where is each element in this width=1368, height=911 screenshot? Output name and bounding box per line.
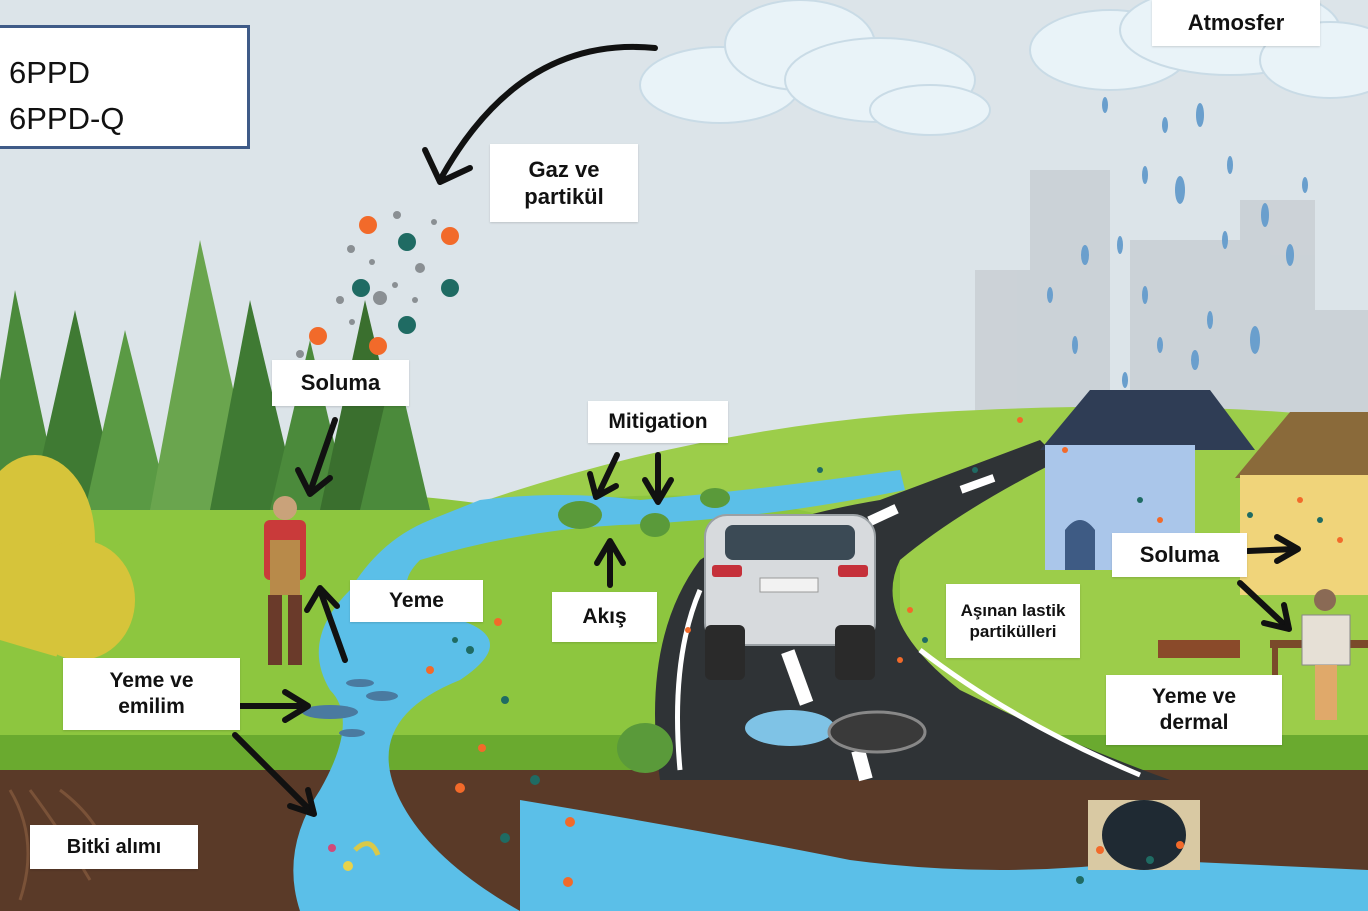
- label-mitigation: Mitigation: [588, 401, 728, 443]
- label-yeme-emilim-line1: Yeme ve: [109, 668, 194, 692]
- legend-6ppd-q: 6PPD-Q: [9, 101, 125, 136]
- label-gaz-line1: Gaz ve: [528, 156, 600, 182]
- rain-drops: [1047, 97, 1308, 388]
- label-yeme-emilim: Yeme ve emilim: [63, 658, 240, 730]
- label-yeme-dermal-line2: dermal: [1159, 711, 1229, 734]
- arrow-soluma-house: [1245, 546, 1298, 554]
- label-atmosfer: Atmosfer: [1152, 0, 1320, 46]
- scattered-particles: [426, 417, 1343, 887]
- car-icon: [704, 514, 876, 680]
- particle-cloud: [296, 211, 459, 358]
- arrow-soluma-fisherman: [307, 417, 338, 495]
- label-akis: Akış: [552, 592, 657, 642]
- label-asinan-line1: Aşınan lastik: [960, 600, 1066, 620]
- yellow-house-icon: [1235, 412, 1368, 595]
- label-bitki-alimi: Bitki alımı: [30, 825, 198, 869]
- legend-box: 6PPD 6PPD-Q: [0, 25, 250, 149]
- fish-icon: [302, 679, 398, 737]
- shrubs: [558, 488, 730, 773]
- river: [293, 470, 905, 911]
- label-asinan-lastik: Aşınan lastik partikülleri: [946, 584, 1080, 658]
- manhole-icon: [827, 710, 927, 754]
- label-soluma-right: Soluma: [1112, 533, 1247, 577]
- city-buildings: [975, 170, 1368, 420]
- legend-6ppd: 6PPD: [9, 55, 90, 90]
- road-markings: [675, 589, 1141, 778]
- label-yeme-dermal-line1: Yeme ve: [1151, 684, 1237, 708]
- arrow-yeme-emilim-soil: [232, 732, 315, 815]
- arrow-soluma-person: [1237, 580, 1290, 630]
- label-gaz-partikul: Gaz ve partikül: [490, 144, 638, 222]
- arrow-atmosfer-to-particles: [437, 44, 658, 183]
- river-lower: [520, 800, 1368, 911]
- label-asinan-line2: partikülleri: [969, 622, 1057, 641]
- arrow-mitigation-left: [595, 452, 620, 498]
- puddle-icon: [745, 710, 835, 746]
- road-dashes: [781, 474, 996, 782]
- soil-organisms-icon: [328, 841, 381, 871]
- label-soluma-left: Soluma: [272, 360, 409, 406]
- label-gaz-line2: partikül: [524, 184, 604, 209]
- flow-arrows: [232, 44, 1301, 817]
- label-yeme-emilim-line2: emilim: [118, 695, 185, 718]
- label-yeme-dermal: Yeme ve dermal: [1106, 675, 1282, 745]
- planter-box: [1158, 640, 1240, 658]
- arrow-yeme-fisherman: [317, 587, 348, 663]
- label-yeme: Yeme: [350, 580, 483, 622]
- fisherman-icon: [264, 496, 306, 665]
- cloud-left: [639, 0, 991, 136]
